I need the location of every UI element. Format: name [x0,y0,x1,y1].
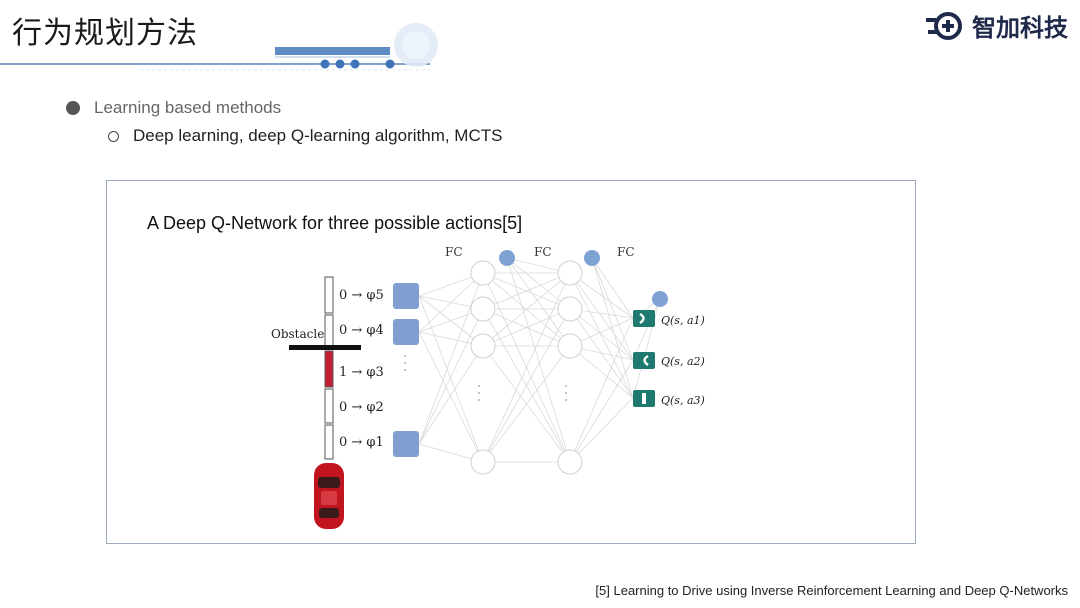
q-value-label: Q(s, a3) [661,394,705,407]
figure-caption: A Deep Q-Network for three possible acti… [147,213,523,233]
connection-line [418,295,484,463]
input-node [393,283,419,309]
connection-line [569,272,634,319]
connection-line [482,272,571,347]
bullet-level1-text: Learning based methods [94,98,282,117]
hidden-node [557,333,583,359]
sensor-cell [324,388,334,424]
logo-icon [926,11,962,40]
connection-line [482,272,571,463]
sensor-label: 0 → φ4 [339,323,384,338]
connection-line [632,298,661,399]
connection-line [482,308,571,347]
sensor-cell [324,314,334,350]
connection-line [482,345,571,463]
connection-line [506,257,571,347]
connection-line [418,295,484,347]
connection-line [591,257,634,319]
bias-node [499,250,515,266]
sensor-cell-obstacle [324,350,334,388]
fc-label: FC [617,245,635,259]
hidden-node [470,333,496,359]
ellipsis [404,355,567,401]
bullet-circle-icon [108,130,119,142]
connection-line [418,345,484,445]
q-value-label: Q(s, a1) [661,314,705,327]
bullet-dot-icon [66,101,80,115]
dqn-diagram: FC FC FC [271,245,705,529]
sensor-label: 0 → φ1 [339,435,384,450]
connection-line [506,257,571,463]
obstacle-bar [289,345,361,350]
car-icon [314,463,344,529]
connection-line [569,345,634,399]
bias-node [652,291,668,307]
connection-line [569,317,634,463]
bullet-level2-text: Deep learning, deep Q-learning algorithm… [133,126,503,145]
connection-line [418,331,484,463]
bullet-level2: Deep learning, deep Q-learning algorithm… [108,126,502,146]
connection-line [569,308,634,361]
network-connections [418,257,661,463]
bullet-level1: Learning based methods [66,98,281,118]
hidden-node [470,260,496,286]
connection-line [591,257,634,361]
obstacle-label: Obstacle [271,327,324,341]
connection-line [482,272,571,310]
sensor-label: 0 → φ5 [339,288,384,303]
sensor-cell [324,424,334,460]
hidden-node [557,260,583,286]
hidden-node [470,296,496,322]
hidden-node [557,449,583,475]
header-decoration [0,23,438,71]
connection-line [482,308,571,463]
connection-line [569,308,634,399]
connection-line [418,272,484,445]
connection-line [418,308,484,445]
sensor-label: 0 → φ2 [339,400,384,415]
connection-line [569,272,634,361]
output-node-left-icon [633,310,655,327]
output-node-right-icon [633,352,655,369]
logo-text: 智加科技 [972,14,1068,42]
company-logo: 智加科技 [926,8,1068,43]
connection-line [569,359,634,463]
hidden-node [470,449,496,475]
input-node [393,319,419,345]
connection-line [418,272,484,333]
connection-line [632,298,661,361]
reference-footnote: [5] Learning to Drive using Inverse Rein… [595,583,1068,598]
bias-node [584,250,600,266]
sensor-label: 1 → φ3 [339,365,384,380]
input-node [393,431,419,457]
connection-line [591,257,634,399]
fc-label: FC [445,245,463,259]
dqn-figure: A Deep Q-Network for three possible acti… [106,180,916,544]
sensor-cell [324,276,334,314]
output-node-straight-icon [633,390,655,407]
hidden-node [557,296,583,322]
connection-line [506,257,571,310]
page-title: 行为规划方法 [12,16,198,51]
fc-label: FC [534,245,552,259]
q-value-label: Q(s, a2) [661,355,705,368]
connection-line [569,397,634,463]
